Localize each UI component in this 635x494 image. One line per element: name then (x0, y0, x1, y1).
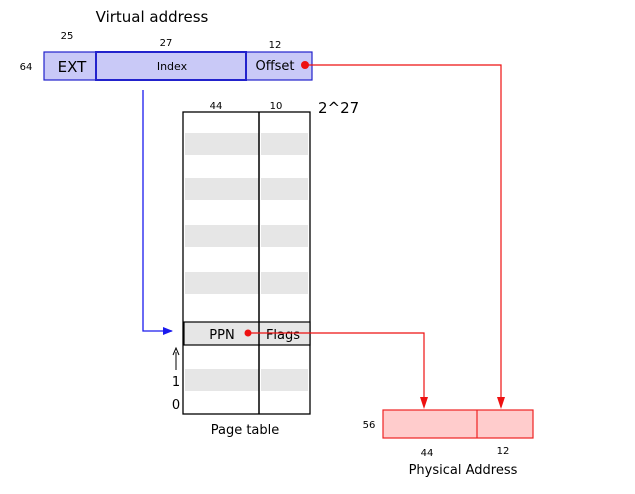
index-bits: 27 (160, 38, 173, 49)
ppn-copy-arrow (248, 332, 425, 399)
table-row (185, 272, 259, 294)
physical-address-box (382, 409, 534, 439)
page-table-entry-count: 2^27 (318, 99, 359, 117)
table-row (261, 178, 308, 200)
table-row (261, 133, 308, 155)
physical-page-bits: 44 (421, 448, 434, 459)
ppn-column-bits: 44 (210, 101, 223, 112)
offset-field-label: Offset (255, 59, 294, 74)
row-label-0: 0 (172, 398, 180, 413)
physical-address-title: Physical Address (409, 463, 518, 478)
physical-offset-bits: 12 (497, 446, 510, 457)
table-row (185, 133, 259, 155)
table-row (261, 272, 308, 294)
physical-address-width: 56 (363, 420, 376, 431)
table-row (185, 178, 259, 200)
index-field-label: Index (157, 60, 188, 73)
offset-arrowhead (497, 397, 505, 409)
page-table-title: Page table (211, 423, 280, 438)
ppn-arrowhead (420, 397, 428, 409)
row-label-1: 1 (172, 375, 180, 390)
virtual-address-box (43, 51, 313, 81)
ext-bits: 25 (61, 31, 74, 42)
table-row (185, 225, 259, 247)
index-lookup-arrow (142, 90, 173, 335)
page-table-box (182, 111, 311, 415)
table-row (185, 369, 259, 391)
flags-label: Flags (266, 328, 300, 343)
page-table-rows (185, 133, 308, 391)
virtual-address-title: Virtual address (96, 8, 209, 26)
table-row (261, 225, 308, 247)
ppn-label: PPN (209, 328, 234, 343)
ext-field-label: EXT (58, 58, 87, 76)
offset-bits: 12 (269, 40, 282, 51)
table-row (261, 369, 308, 391)
flags-column-bits: 10 (270, 101, 283, 112)
virtual-address-width: 64 (20, 62, 33, 73)
offset-copy-arrow (305, 64, 502, 407)
